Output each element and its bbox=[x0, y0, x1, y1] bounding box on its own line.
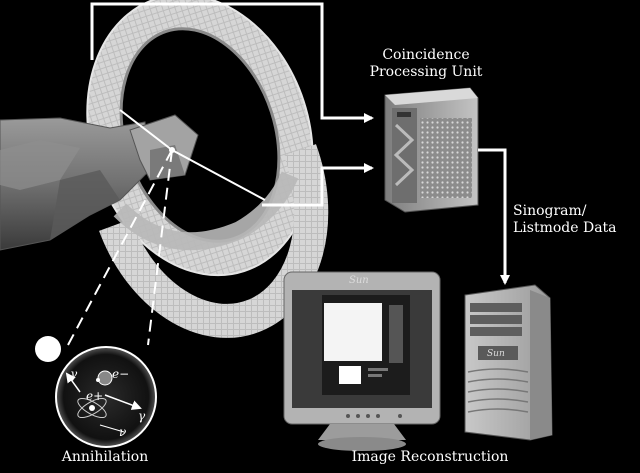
monitor bbox=[283, 271, 441, 451]
arrow-cpu-to-workstation bbox=[478, 148, 510, 285]
annihilation-label: Annihilation bbox=[61, 449, 149, 465]
annihilation-sphere bbox=[55, 346, 157, 448]
arrow-ring-to-cpu-top bbox=[90, 2, 374, 123]
positron-symbol: e+ bbox=[86, 389, 104, 403]
image-reconstruction-label: Image Reconstruction bbox=[351, 449, 509, 465]
coincidence-label-line2: Processing Unit bbox=[369, 64, 483, 80]
workstation-tower bbox=[464, 284, 553, 441]
gamma-symbol-bottom: γ bbox=[138, 409, 146, 423]
positron-source-dot bbox=[35, 336, 61, 362]
tower-brand-logo: Sun bbox=[487, 349, 505, 359]
electron-symbol: e− bbox=[112, 367, 130, 381]
arrow-ring-to-cpu-bottom bbox=[262, 163, 374, 207]
sinogram-label-line2: Listmode Data bbox=[513, 220, 617, 236]
coincidence-processing-unit bbox=[384, 87, 479, 213]
neutrino-symbol: ν bbox=[119, 425, 127, 439]
sinogram-label-line1: Sinogram/ bbox=[513, 203, 587, 219]
zoom-lines bbox=[67, 149, 173, 346]
coincidence-label-line1: Coincidence bbox=[382, 47, 470, 63]
monitor-brand-logo: Sun bbox=[349, 275, 369, 286]
gamma-symbol-top: γ bbox=[70, 367, 78, 381]
patient-body bbox=[0, 114, 199, 251]
